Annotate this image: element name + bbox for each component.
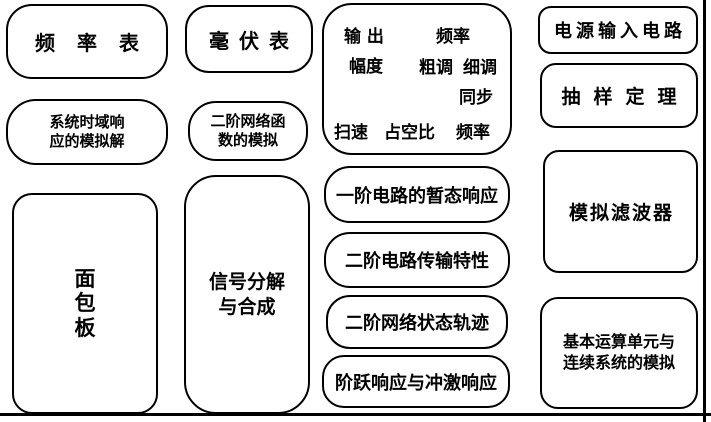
module-analog-filter: 模拟滤波器 — [543, 150, 698, 273]
module-frequency-meter-label: 频率表 — [35, 31, 161, 55]
module-second-order-state-trajectory-label: 二阶网络状态轨迹 — [345, 313, 489, 334]
signal-source-frequency-top-label: 频率 — [436, 27, 470, 47]
module-breadboard: 面 包 板 — [12, 193, 158, 414]
module-step-impulse-response: 阶跃响应与冲激响应 — [322, 355, 510, 408]
module-basic-operation-unit: 基本运算单元与 连续系统的模拟 — [540, 297, 698, 409]
module-second-order-transfer-label: 二阶电路传输特性 — [345, 251, 489, 272]
module-millivolt-meter-label: 毫伏表 — [209, 28, 299, 53]
module-breadboard-label: 面 包 板 — [74, 267, 96, 340]
module-step-impulse-response-label: 阶跃响应与冲激响应 — [335, 372, 497, 394]
module-signal-decomposition: 信号分解 与合成 — [184, 175, 310, 414]
module-basic-operation-unit-label: 基本运算单元与 连续系统的模拟 — [562, 332, 675, 372]
module-second-order-network-function-label: 二阶网络函 数的模拟 — [210, 112, 286, 149]
signal-source-output-label: 输 出 — [344, 27, 384, 47]
panel-right-border — [703, 0, 706, 422]
module-power-input: 电源输入电路 — [538, 6, 698, 54]
module-second-order-transfer: 二阶电路传输特性 — [324, 232, 510, 288]
module-system-time-domain-response: 系统时域响 应的模拟解 — [6, 99, 168, 165]
signal-source-sync-label: 同步 — [459, 88, 493, 108]
module-first-order-transient-label: 一阶电路的暂态响应 — [336, 185, 498, 207]
module-frequency-meter: 频率表 — [6, 4, 168, 79]
signal-source-fine-tune-label: 细调 — [463, 58, 497, 78]
module-analog-filter-label: 模拟滤波器 — [568, 202, 674, 224]
panel-bottom-border — [0, 413, 711, 416]
signal-source-coarse-tune-label: 粗调 — [419, 58, 453, 78]
module-signal-source: 输 出 频率 幅度 粗调 细调 同步 扫速 占空比 频率 — [322, 3, 512, 155]
signal-source-duty-cycle-label: 占空比 — [384, 123, 435, 143]
module-sampling-theorem: 抽样定理 — [540, 63, 698, 128]
module-second-order-state-trajectory: 二阶网络状态轨迹 — [326, 295, 508, 349]
module-first-order-transient: 一阶电路的暂态响应 — [324, 166, 510, 223]
signal-source-amplitude-label: 幅度 — [349, 57, 383, 77]
module-sampling-theorem-label: 抽样定理 — [561, 86, 690, 108]
signal-source-frequency-bottom-label: 频率 — [456, 123, 490, 143]
signal-source-sweep-label: 扫速 — [334, 123, 368, 143]
module-millivolt-meter: 毫伏表 — [185, 5, 313, 73]
module-system-time-domain-response-label: 系统时域响 应的模拟解 — [49, 113, 125, 150]
module-second-order-network-function: 二阶网络函 数的模拟 — [188, 101, 308, 161]
module-power-input-label: 电源输入电路 — [554, 21, 686, 42]
module-signal-decomposition-label: 信号分解 与合成 — [208, 270, 285, 318]
